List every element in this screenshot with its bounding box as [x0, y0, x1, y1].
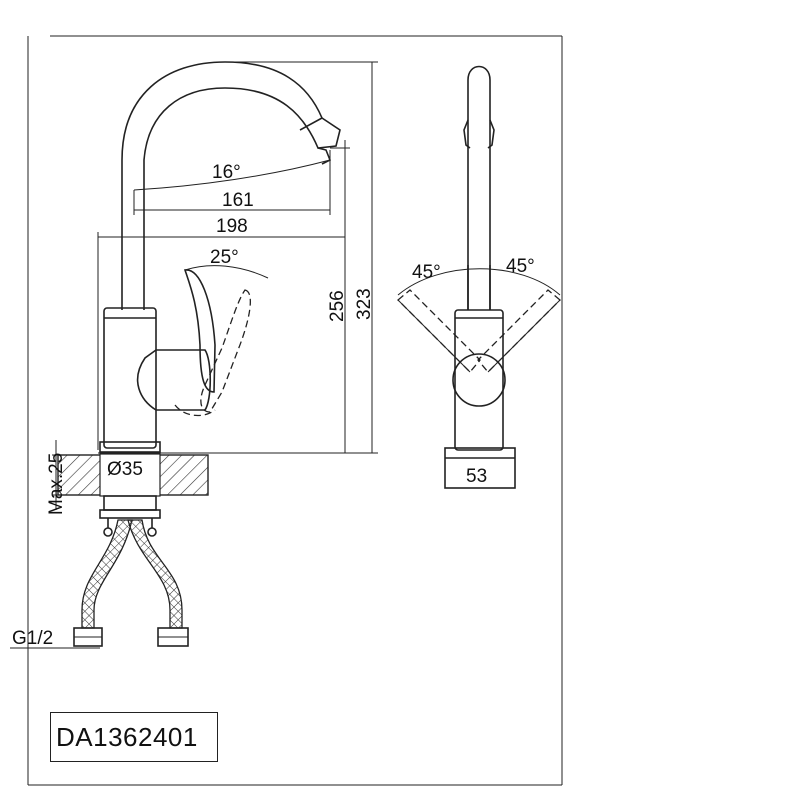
- front-spout: [467, 65, 491, 310]
- dim-reach-198: 198: [216, 216, 248, 237]
- spout-tip: [299, 117, 332, 165]
- dim-left-rotation: 45°: [412, 262, 441, 283]
- side-view: 16° 161 198 25° 256 323 Ø35 Max.25 G1/2: [10, 61, 378, 649]
- drawing-frame: [27, 35, 563, 786]
- product-code: DA1362401: [56, 722, 198, 752]
- front-lever-right: [477, 289, 561, 373]
- product-code-box: [50, 712, 218, 762]
- dim-height-256: 256: [327, 290, 348, 322]
- dim-max-counter: Max.25: [46, 453, 67, 515]
- faucet-body: [99, 269, 251, 453]
- spout: [121, 61, 341, 310]
- hose-right: [127, 519, 183, 629]
- dim-base-width: 53: [466, 466, 487, 487]
- countertop-section: [57, 453, 209, 497]
- dim-height-323: 323: [354, 288, 375, 320]
- front-lever-left: [397, 289, 481, 373]
- front-view: 45° 45° 53: [397, 65, 561, 489]
- dim-lever-angle: 25°: [210, 247, 239, 268]
- mounting-shank: [99, 495, 161, 537]
- lever-handle: [183, 269, 216, 393]
- dim-reach-161: 161: [222, 190, 254, 211]
- lever-rotated-dashed: [200, 289, 251, 413]
- dim-base-diameter: Ø35: [107, 459, 143, 480]
- dim-spout-angle: 16°: [212, 162, 241, 183]
- dim-thread: G1/2: [12, 628, 53, 649]
- dim-right-rotation: 45°: [506, 256, 535, 277]
